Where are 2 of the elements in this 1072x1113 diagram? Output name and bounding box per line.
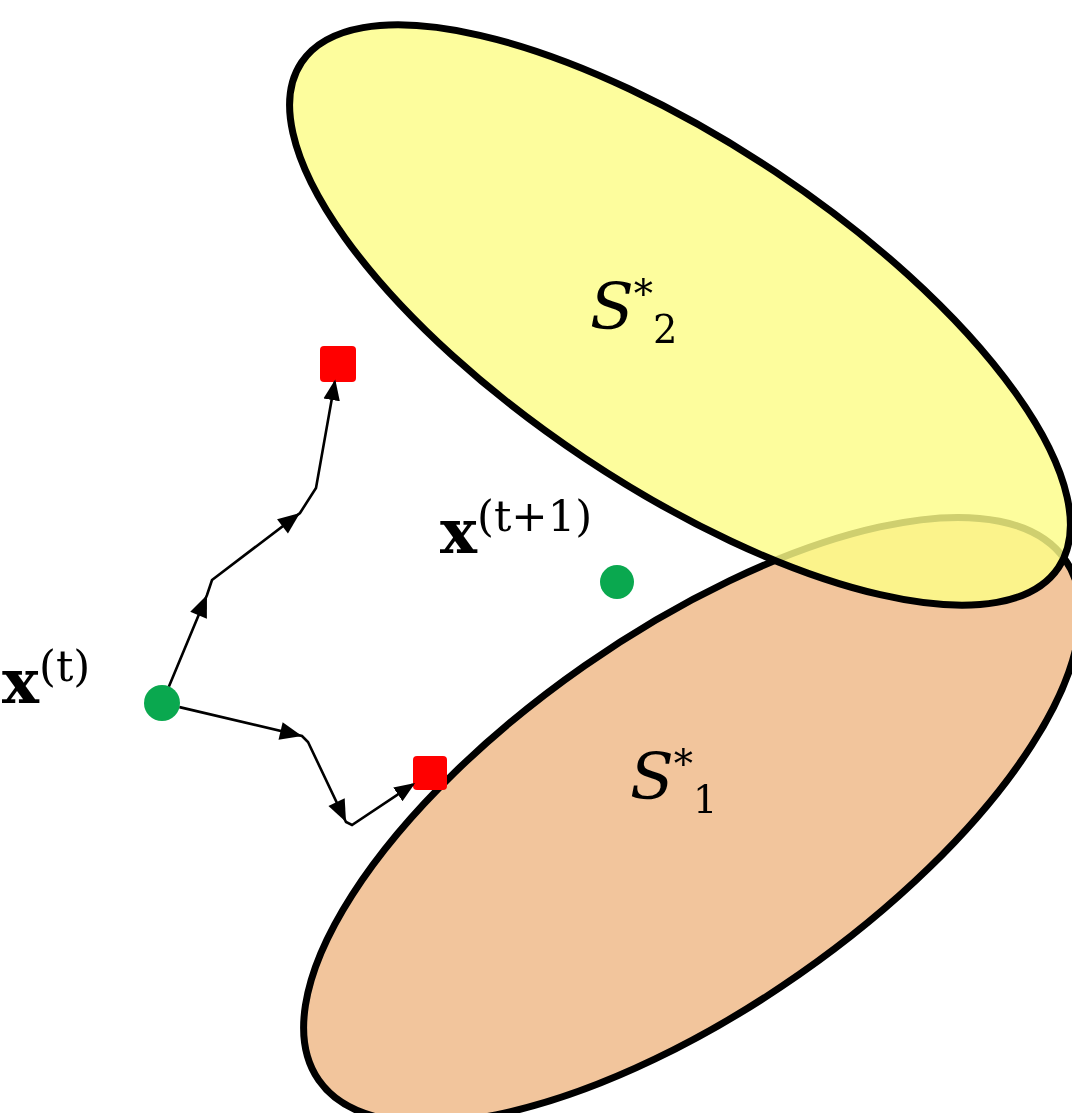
- point-label: x$^{(t+1)}$: [440, 495, 593, 563]
- point-label: x$^{(t)}$: [2, 645, 91, 713]
